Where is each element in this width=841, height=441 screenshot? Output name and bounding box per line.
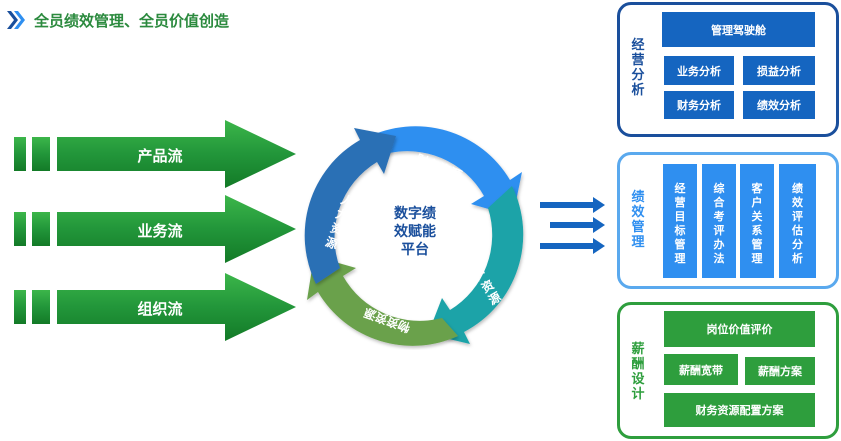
connector-arrows (535, 192, 610, 266)
box-customer-relationship: 客户关系管理 (740, 164, 774, 278)
box-comprehensive-evaluation: 综合考评办法 (702, 164, 736, 278)
box-operating-target-management: 经营目标管理 (663, 164, 697, 278)
flow-arrow-organization (14, 273, 296, 341)
salary-label-text: 薪酬设计 (631, 342, 645, 402)
panel-salary-label: 薪酬设计 (630, 342, 646, 402)
evaluation-text: 综合考评办法 (713, 182, 725, 265)
box-performance-evaluation-analysis: 绩效评估分析 (779, 164, 816, 278)
box-position-value-evaluation: 岗位价值评价 (664, 311, 815, 347)
box-management-cockpit: 管理驾驶舱 (662, 12, 815, 47)
box-business-analysis: 业务分析 (664, 56, 734, 85)
customer-relationship-text: 客户关系管理 (751, 182, 763, 265)
connector-arrow-2 (550, 217, 605, 233)
segment-finance (366, 126, 522, 216)
operations-label-text: 经营分析 (631, 38, 645, 98)
connector-arrow-1 (540, 197, 605, 213)
flow-arrow-product (14, 120, 296, 188)
flow-label-business: 业务流 (137, 222, 183, 240)
box-financial-resource-allocation: 财务资源配置方案 (664, 393, 815, 427)
target-management-text: 经营目标管理 (674, 182, 686, 265)
flow-label-product: 产品流 (137, 147, 183, 165)
box-salary-band: 薪酬宽带 (664, 354, 738, 385)
page-title: 全员绩效管理、全员价值创造 (34, 12, 230, 30)
cycle-diagram (300, 120, 530, 350)
center-line-1: 数字绩 (394, 206, 436, 222)
performance-label-text: 绩效管理 (631, 190, 645, 250)
box-performance-analysis: 绩效分析 (743, 91, 815, 119)
double-chevron-icon (5, 10, 27, 34)
center-line-2: 效赋能 (394, 224, 436, 240)
connector-arrow-3 (540, 238, 605, 254)
center-line-3: 平台 (401, 242, 429, 258)
segment-hr (304, 128, 396, 284)
segment-customer (428, 186, 524, 344)
flow-label-organization: 组织流 (137, 300, 183, 318)
panel-performance-label: 绩效管理 (630, 190, 646, 250)
segment-materials (307, 256, 458, 346)
cycle-center-text: 数字绩 效赋能 平台 (375, 205, 455, 259)
panel-operations-label: 经营分析 (630, 38, 646, 98)
box-financial-analysis: 财务分析 (664, 91, 734, 119)
box-salary-plan: 薪酬方案 (745, 357, 815, 385)
evaluation-analysis-text: 绩效评估分析 (792, 182, 803, 265)
flow-arrow-business (14, 195, 296, 263)
box-profit-loss-analysis: 损益分析 (743, 56, 815, 85)
